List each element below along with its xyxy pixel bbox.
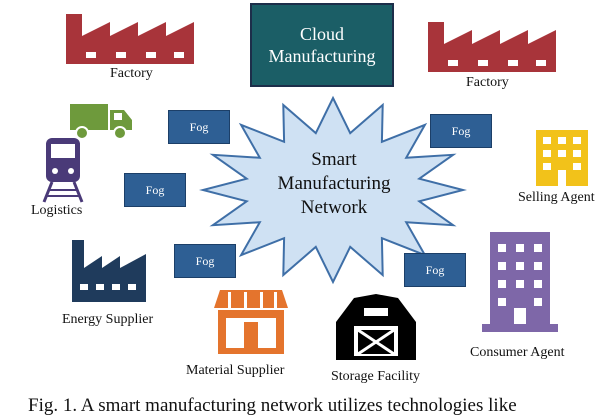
network-label-line3: Network xyxy=(300,197,368,218)
factory-left-label: Factory xyxy=(110,66,153,81)
storage-facility-label: Storage Facility xyxy=(331,369,421,384)
network-label-line2: Manufacturing xyxy=(277,173,391,194)
energy-supplier-label: Energy Supplier xyxy=(62,312,154,327)
storage-facility-barn-icon xyxy=(336,294,416,360)
fog-box-bottom-right: Fog xyxy=(404,253,466,287)
truck-icon xyxy=(70,104,132,140)
fog-label: Fog xyxy=(425,263,445,277)
selling-agent-label: Selling Agent xyxy=(518,190,595,205)
material-supplier-label: Material Supplier xyxy=(186,363,285,378)
consumer-agent-label: Consumer Agent xyxy=(470,345,565,360)
fog-label: Fog xyxy=(195,254,215,268)
train-icon xyxy=(42,138,84,203)
fog-box-bottom-left: Fog xyxy=(174,244,236,278)
consumer-agent-building-icon xyxy=(482,232,558,332)
fog-box-top-right: Fog xyxy=(430,114,492,148)
cloud-label-line2: Manufacturing xyxy=(268,46,376,66)
selling-agent-building-icon xyxy=(536,130,588,186)
fog-label: Fog xyxy=(451,124,471,138)
cloud-label-line1: Cloud xyxy=(299,24,344,44)
network-label-line1: Smart xyxy=(311,149,357,170)
cloud-manufacturing-box: Cloud Manufacturing xyxy=(250,3,394,87)
material-supplier-shop-icon xyxy=(214,290,288,354)
energy-supplier-icon xyxy=(72,240,146,302)
fog-label: Fog xyxy=(145,183,165,197)
fog-box-middle-left: Fog xyxy=(124,173,186,207)
logistics-label: Logistics xyxy=(31,203,83,218)
fog-box-top-left: Fog xyxy=(168,110,230,144)
network-label: Smart Manufacturing Network xyxy=(244,148,424,220)
factory-icon-left xyxy=(66,14,194,64)
figure-caption: Fig. 1. A smart manufacturing network ut… xyxy=(28,395,517,416)
factory-right-label: Factory xyxy=(466,75,509,90)
fog-label: Fog xyxy=(189,120,209,134)
factory-icon-right xyxy=(428,22,556,72)
